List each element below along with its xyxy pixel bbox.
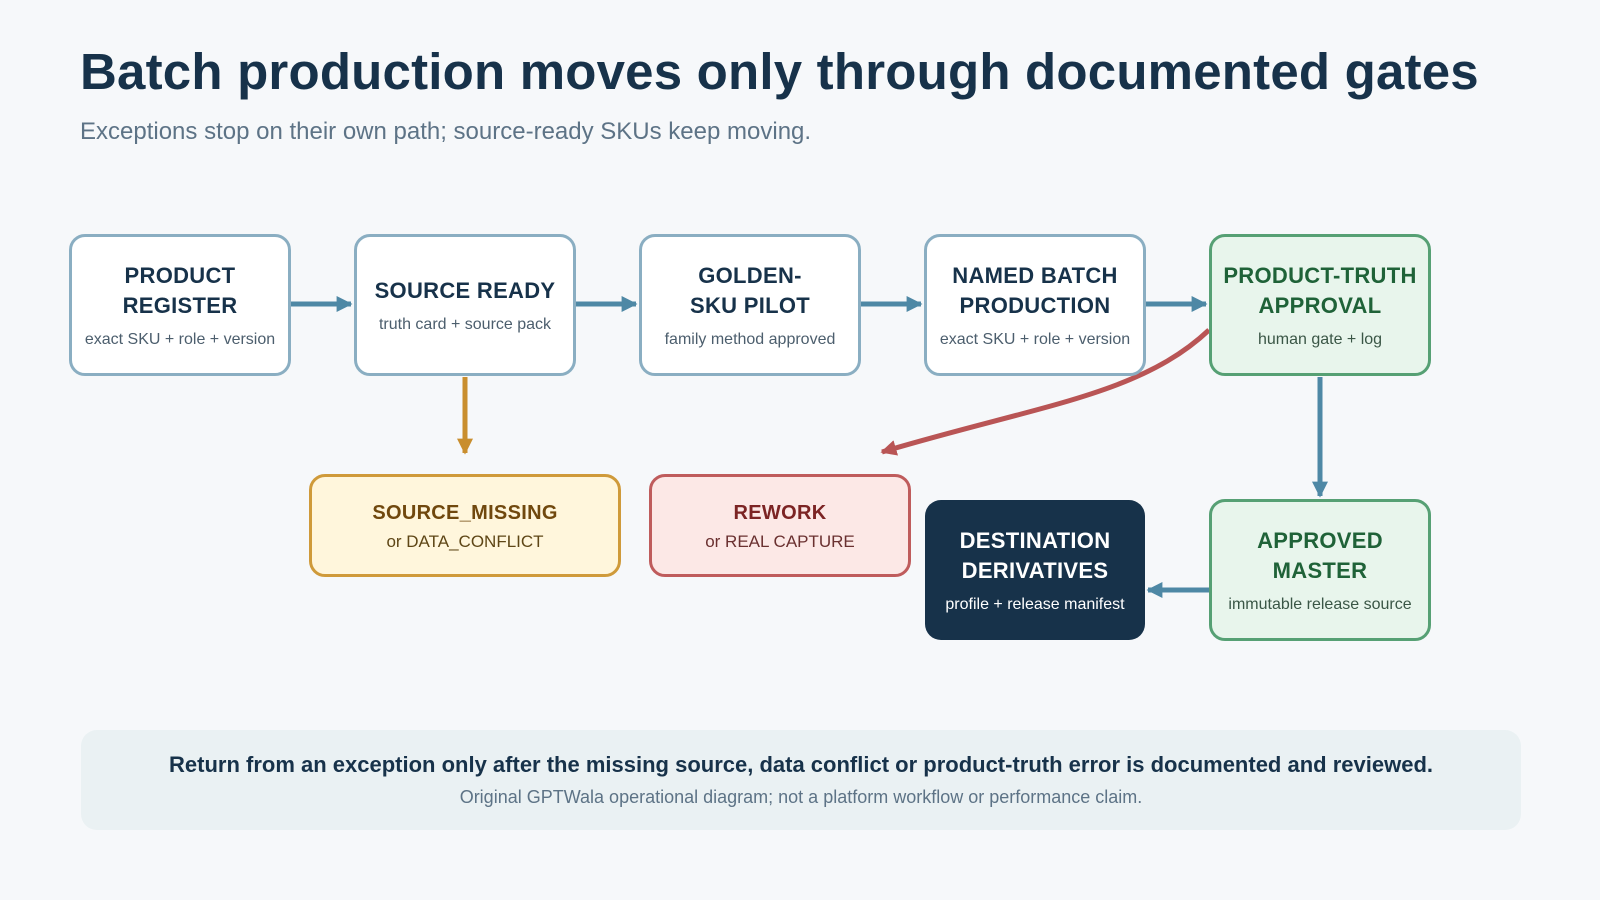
node-label: SOURCE_MISSING	[372, 501, 558, 524]
node-sublabel: profile + release manifest	[945, 596, 1125, 613]
node-label: APPROVED MASTER	[1257, 528, 1383, 583]
node-named-batch-production: NAMED BATCH PRODUCTION exact SKU + role …	[924, 234, 1146, 376]
node-sublabel: or REAL CAPTURE	[705, 531, 855, 551]
node-label: REWORK	[733, 501, 827, 524]
node-label: PRODUCT-TRUTH APPROVAL	[1223, 263, 1417, 318]
node-label: GOLDEN-SKU PILOT	[689, 263, 811, 318]
footer-main-text: Return from an exception only after the …	[169, 752, 1433, 777]
node-label: DESTINATION DERIVATIVES	[959, 528, 1111, 583]
arrow-approval-to-rework	[880, 328, 1211, 456]
node-sublabel: exact SKU + role + version	[939, 331, 1131, 348]
node-sublabel: family method approved	[664, 331, 836, 348]
footer-disclaimer: Original GPTWala operational diagram; no…	[459, 787, 1143, 807]
footer-note-panel: Return from an exception only after the …	[81, 730, 1521, 830]
node-product-register: PRODUCT REGISTER exact SKU + role + vers…	[69, 234, 291, 376]
node-source-missing: SOURCE_MISSING or DATA_CONFLICT	[309, 474, 621, 577]
node-label: NAMED BATCH PRODUCTION	[952, 263, 1118, 318]
node-label: PRODUCT REGISTER	[122, 263, 238, 318]
node-label: SOURCE READY	[374, 278, 556, 303]
page-title: Batch production moves only through docu…	[80, 43, 1479, 100]
node-product-truth-approval: PRODUCT-TRUTH APPROVAL human gate + log	[1209, 234, 1431, 376]
node-golden-sku-pilot: GOLDEN-SKU PILOT family method approved	[639, 234, 861, 376]
node-destination-derivatives: DESTINATION DERIVATIVES profile + releas…	[925, 500, 1145, 640]
node-sublabel: truth card + source pack	[378, 316, 552, 333]
node-rework: REWORK or REAL CAPTURE	[649, 474, 911, 577]
node-approved-master: APPROVED MASTER immutable release source	[1209, 499, 1431, 641]
node-sublabel: or DATA_CONFLICT	[386, 531, 544, 551]
node-source-ready: SOURCE READY truth card + source pack	[354, 234, 576, 376]
page-subtitle: Exceptions stop on their own path; sourc…	[80, 118, 812, 145]
node-sublabel: human gate + log	[1257, 331, 1383, 348]
node-sublabel: exact SKU + role + version	[84, 331, 276, 348]
node-sublabel: immutable release source	[1228, 596, 1412, 613]
